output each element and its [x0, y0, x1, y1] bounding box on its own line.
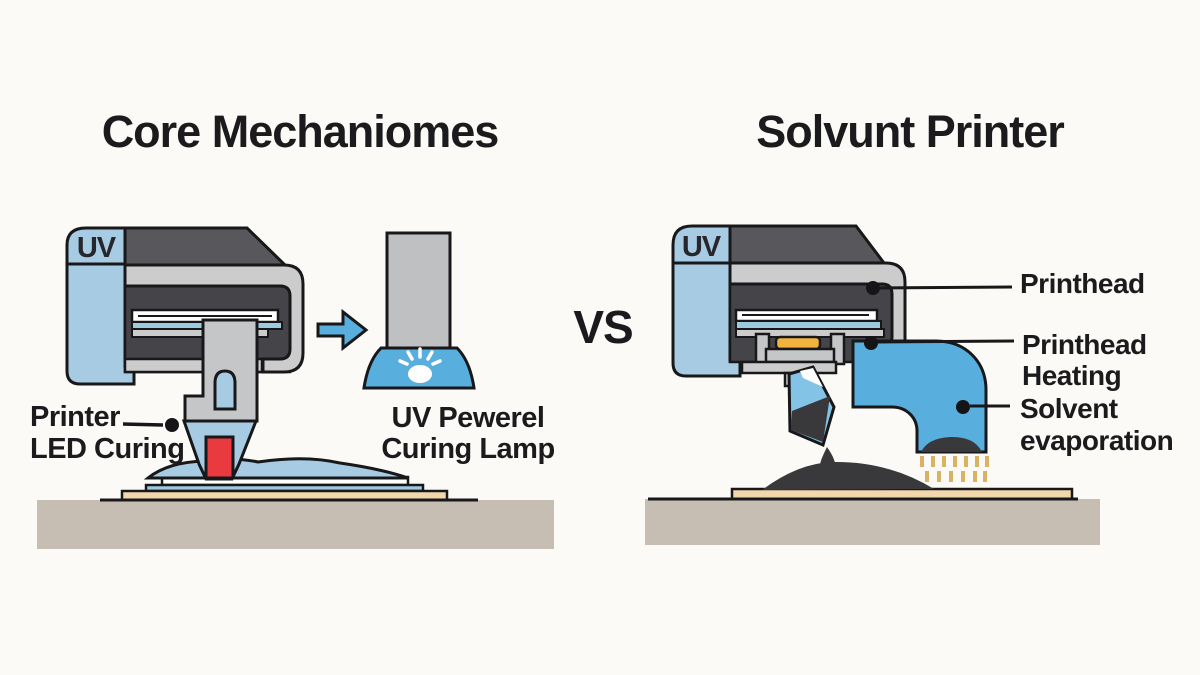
- lamp-bulb: [408, 365, 432, 383]
- evap-dash: [925, 471, 929, 482]
- lamp-ray: [406, 350, 414, 361]
- printhead-heating-label: Printhead Heating: [1022, 329, 1147, 391]
- printhead-label: Printhead: [1020, 268, 1145, 299]
- solvent-evaporation-line1: Solvent: [1020, 393, 1118, 424]
- lamp-light-icon: [398, 347, 442, 383]
- diagram-root: UV: [37, 224, 1100, 549]
- arrow-right-icon: [316, 308, 369, 352]
- lamp-ray: [398, 359, 409, 366]
- led-element: [204, 435, 235, 480]
- callout-line-heating: [877, 339, 1015, 344]
- uv-curing-lamp-line1: UV Pewerel: [391, 402, 545, 434]
- right-title: Solvunt Printer: [756, 106, 1065, 157]
- callout-line-led: [122, 422, 164, 427]
- uv-curing-lamp-illustration: [362, 231, 476, 390]
- sachet-highlight: [800, 368, 823, 387]
- callout-dot-heating: [864, 336, 878, 350]
- evap-dash: [931, 456, 935, 467]
- evap-dash: [983, 471, 987, 482]
- sachet-ink: [791, 396, 830, 442]
- bed-platform: [37, 500, 554, 549]
- callout-dot-solvent: [956, 400, 970, 414]
- evaporation-dashes-icon: [920, 456, 989, 482]
- lamp-column: [385, 231, 452, 350]
- printer-frame: [123, 263, 305, 374]
- evap-dash: [973, 471, 977, 482]
- heating-element: [774, 335, 822, 351]
- evap-dash: [964, 456, 968, 467]
- pipe-residue: [921, 436, 982, 452]
- exhaust-pipe: [851, 339, 988, 454]
- carriage-window: [213, 369, 237, 411]
- printer-rail-gray: [131, 328, 269, 338]
- evap-dash: [949, 471, 953, 482]
- printer-side-column: [65, 226, 136, 386]
- evap-dash: [953, 456, 957, 467]
- callout-line-printhead: [879, 285, 1013, 290]
- lamp-ray: [431, 359, 442, 366]
- bed-platform: [645, 499, 1100, 545]
- evap-dash: [942, 456, 946, 467]
- callout-dot-led: [165, 418, 179, 432]
- printer-led-curing-line1: Printer: [30, 401, 120, 433]
- heater-bar: [764, 347, 836, 364]
- uv-badge: UV: [77, 232, 117, 264]
- solvent-printer-illustration: UV: [645, 224, 1100, 545]
- callout-dot-printhead: [866, 281, 880, 295]
- lamp-ray: [426, 350, 434, 361]
- ink-sachet: [787, 365, 836, 448]
- uv-curing-lamp-label: UV Pewerel Curing Lamp: [358, 403, 578, 465]
- printer-rail-blue: [735, 320, 882, 330]
- evap-dash: [985, 456, 989, 467]
- solvent-evaporation-line2: evaporation: [1020, 425, 1174, 456]
- versus-text: VS: [573, 301, 633, 353]
- printer-top-cover: [123, 226, 289, 267]
- evap-dash: [961, 471, 965, 482]
- solvent-evaporation-label: Solvent evaporation: [1020, 393, 1174, 457]
- printer-led-curing-label: Printer LED Curing: [30, 401, 185, 465]
- uv-printer-illustration: UV: [37, 226, 554, 549]
- evap-dash: [920, 456, 924, 467]
- printhead-heating-line2: Heating: [1022, 360, 1122, 391]
- ink-mound: [762, 461, 934, 490]
- printer-led-curing-line2: LED Curing: [30, 433, 185, 465]
- evap-dash: [975, 456, 979, 467]
- left-title: Core Mechaniomes: [101, 106, 500, 157]
- evap-dash: [937, 471, 941, 482]
- printhead-heating-line1: Printhead: [1022, 329, 1147, 360]
- printer-top-cover: [728, 224, 888, 265]
- uv-badge: UV: [682, 231, 722, 263]
- printer-bottom-band: [740, 360, 838, 375]
- uv-curing-lamp-line2: Curing Lamp: [381, 433, 555, 465]
